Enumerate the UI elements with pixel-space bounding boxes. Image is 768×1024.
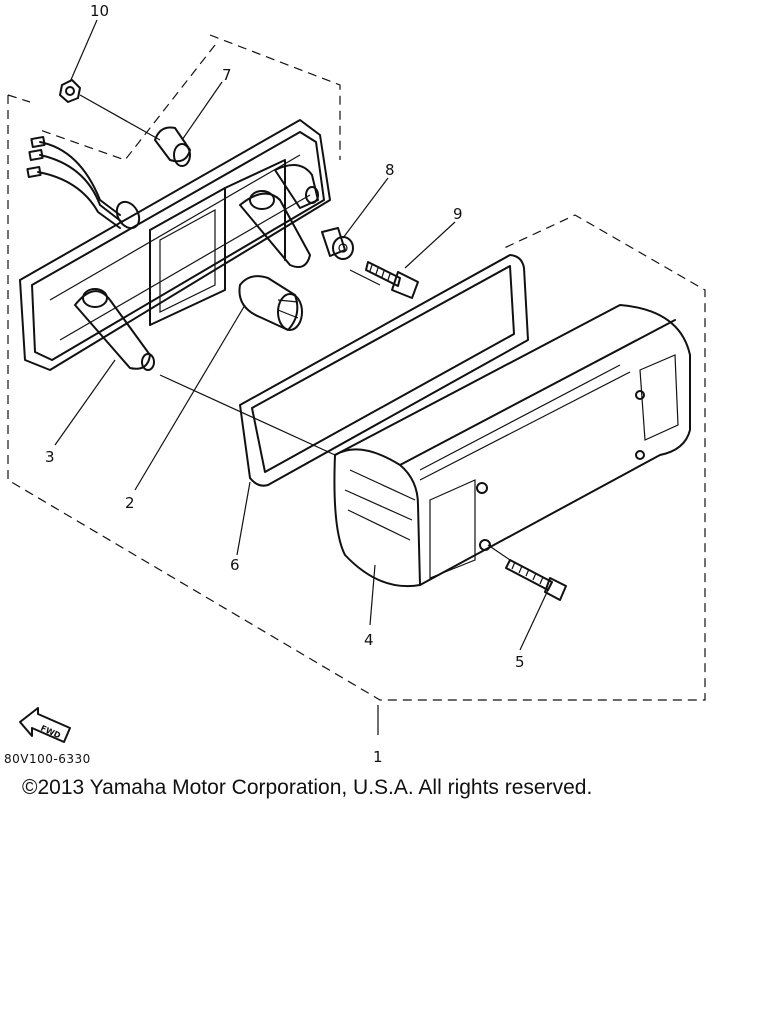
part-2-bulb	[238, 275, 303, 331]
fwd-label: FWD	[39, 724, 62, 741]
taillight-housing-base	[19, 119, 331, 371]
part-4-lens	[159, 304, 691, 588]
part-9-screw	[349, 261, 419, 299]
part-8-collar	[321, 227, 354, 260]
drawing-code: 80V100-6330	[4, 752, 91, 766]
part-10-nut	[59, 79, 161, 141]
callout-3: 3	[45, 448, 55, 466]
assembly-outline-dashes	[7, 34, 706, 701]
callout-9: 9	[453, 205, 463, 223]
fwd-arrow-icon: FWD	[19, 707, 71, 743]
wiring-harness	[26, 136, 141, 230]
exploded-parts-diagram: 10 7 8 9 3 2 6 4 5 1 FWD	[7, 2, 706, 766]
part-7-grommet	[154, 126, 191, 167]
callout-6: 6	[230, 556, 240, 574]
callout-1: 1	[373, 748, 383, 766]
mounting-boss-right	[239, 164, 319, 268]
callout-10: 10	[90, 2, 109, 20]
callout-leaders	[54, 19, 549, 735]
mounting-boss-left	[74, 288, 155, 371]
callout-2: 2	[125, 494, 135, 512]
part-6-gasket	[239, 254, 529, 487]
part-5-screw	[487, 544, 567, 601]
callout-4: 4	[364, 631, 374, 649]
callout-5: 5	[515, 653, 525, 671]
copyright-notice: ©2013 Yamaha Motor Corporation, U.S.A. A…	[22, 776, 593, 799]
callout-7: 7	[222, 66, 232, 84]
callout-8: 8	[385, 161, 395, 179]
